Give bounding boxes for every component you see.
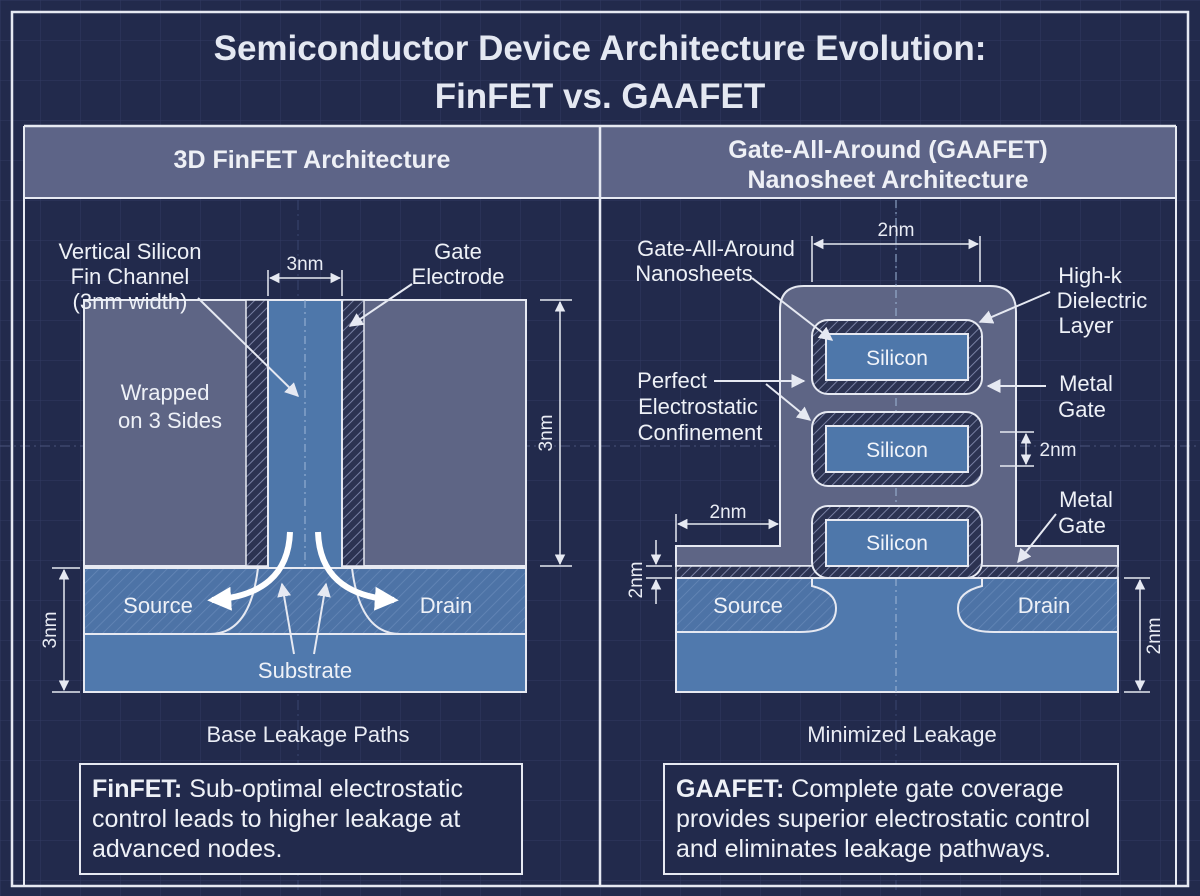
sheet-spacing-dim: 2nm [1040,440,1077,461]
gaafet-source-label: Source [713,593,783,618]
gaafet-desc-line-3: and eliminates leakage pathways. [676,835,1051,863]
wrapped-label-line-2: on 3 Sides [118,408,222,433]
gate-label-line-1: Gate [434,239,482,264]
gaafet-header-line-2: Nanosheet Architecture [747,166,1028,194]
highk-label-line-1: High-k [1058,263,1123,288]
nanosheet-3: Silicon [811,505,983,579]
finfet-description: FinFET: Sub-optimal electrostatic contro… [79,763,523,875]
finfet-desc-line-1: Sub-optimal electrostatic [182,775,463,803]
gaafet-desc-bold: GAAFET: [676,775,784,803]
gaafet-desc-line-1: Complete gate coverage [784,775,1063,803]
silicon-label-3: Silicon [866,532,928,555]
gate-overhang-dim: 2nm [710,502,747,523]
metal-gate-top-line-1: Metal [1059,371,1113,396]
title-line-1: Semiconductor Device Architecture Evolut… [214,29,987,68]
finfet-drain-label: Drain [420,593,473,618]
nanosheet-label-line-1: Gate-All-Around [637,236,795,261]
confinement-label-line-3: Confinement [638,420,763,445]
source-depth-dim: 3nm [40,612,61,649]
gaafet-drain [956,577,1119,633]
finfet-substrate [83,633,527,693]
finfet-substrate-label: Substrate [258,658,352,683]
leakage-arrow-source [207,531,293,611]
fin-height-dim: 3nm [536,415,557,452]
gaafet-header-line-1: Gate-All-Around (GAAFET) [728,136,1047,164]
svg-text:GAAFET: Complete gate coverage: GAAFET: Complete gate coverage [676,775,1064,803]
gaafet-drain-label: Drain [1018,593,1071,618]
confinement-label-line-1: Perfect [637,368,707,393]
fin-label-line-3: (3nm width) [73,289,188,314]
fin-label-line-1: Vertical Silicon [58,239,201,264]
stack-width-dim: 2nm [878,220,915,241]
title-line-2: FinFET vs. GAAFET [435,77,766,116]
finfet-header: 3D FinFET Architecture [174,146,451,174]
svg-text:FinFET: Sub-optimal electrosta: FinFET: Sub-optimal electrostatic [92,775,463,803]
finfet-diagram: Vertical Silicon Fin Channel (3nm width)… [40,239,572,747]
finfet-dielectric-left [245,299,269,567]
metal-gate-top-line-2: Gate [1058,397,1106,422]
wrapped-label-line-1: Wrapped [121,380,210,405]
nanosheet-2: Silicon [811,411,983,487]
metal-gate-bottom-line-2: Gate [1058,513,1106,538]
gaafet-source [675,577,838,633]
gaafet-description: GAAFET: Complete gate coverage provides … [663,763,1119,875]
leakage-arrow-drain [315,531,399,611]
finfet-source-drain-layer [83,567,527,635]
title-block: Semiconductor Device Architecture Evolut… [214,29,987,116]
fin-label-line-2: Fin Channel [71,264,190,289]
nanosheet-label-line-2: Nanosheets [635,261,752,286]
finfet-source-label: Source [123,593,193,618]
metal-gate-bottom-line-1: Metal [1059,487,1113,512]
nanosheet-1: Silicon [811,319,983,395]
highk-label-line-2: Dielectric [1057,288,1147,313]
drain-depth-dim: 2nm [1144,618,1165,655]
confinement-label-line-2: Electrostatic [638,394,758,419]
finfet-desc-line-3: advanced nodes. [92,835,282,863]
dielectric-dim: 2nm [626,562,647,599]
gaafet-caption: Minimized Leakage [807,722,997,747]
gate-label-line-2: Electrode [412,264,505,289]
fin-width-dim: 3nm [287,254,324,275]
highk-label-line-3: Layer [1058,313,1113,338]
finfet-dielectric-right [341,299,365,567]
silicon-label-1: Silicon [866,347,928,370]
silicon-label-2: Silicon [866,439,928,462]
gaafet-desc-line-2: provides superior electrostatic control [676,805,1090,833]
finfet-desc-bold: FinFET: [92,775,182,803]
gaafet-diagram: Silicon Silicon Silicon Gate-All-Around … [626,200,1165,747]
finfet-desc-line-2: control leads to higher leakage at [92,805,460,833]
finfet-caption: Base Leakage Paths [206,722,409,747]
